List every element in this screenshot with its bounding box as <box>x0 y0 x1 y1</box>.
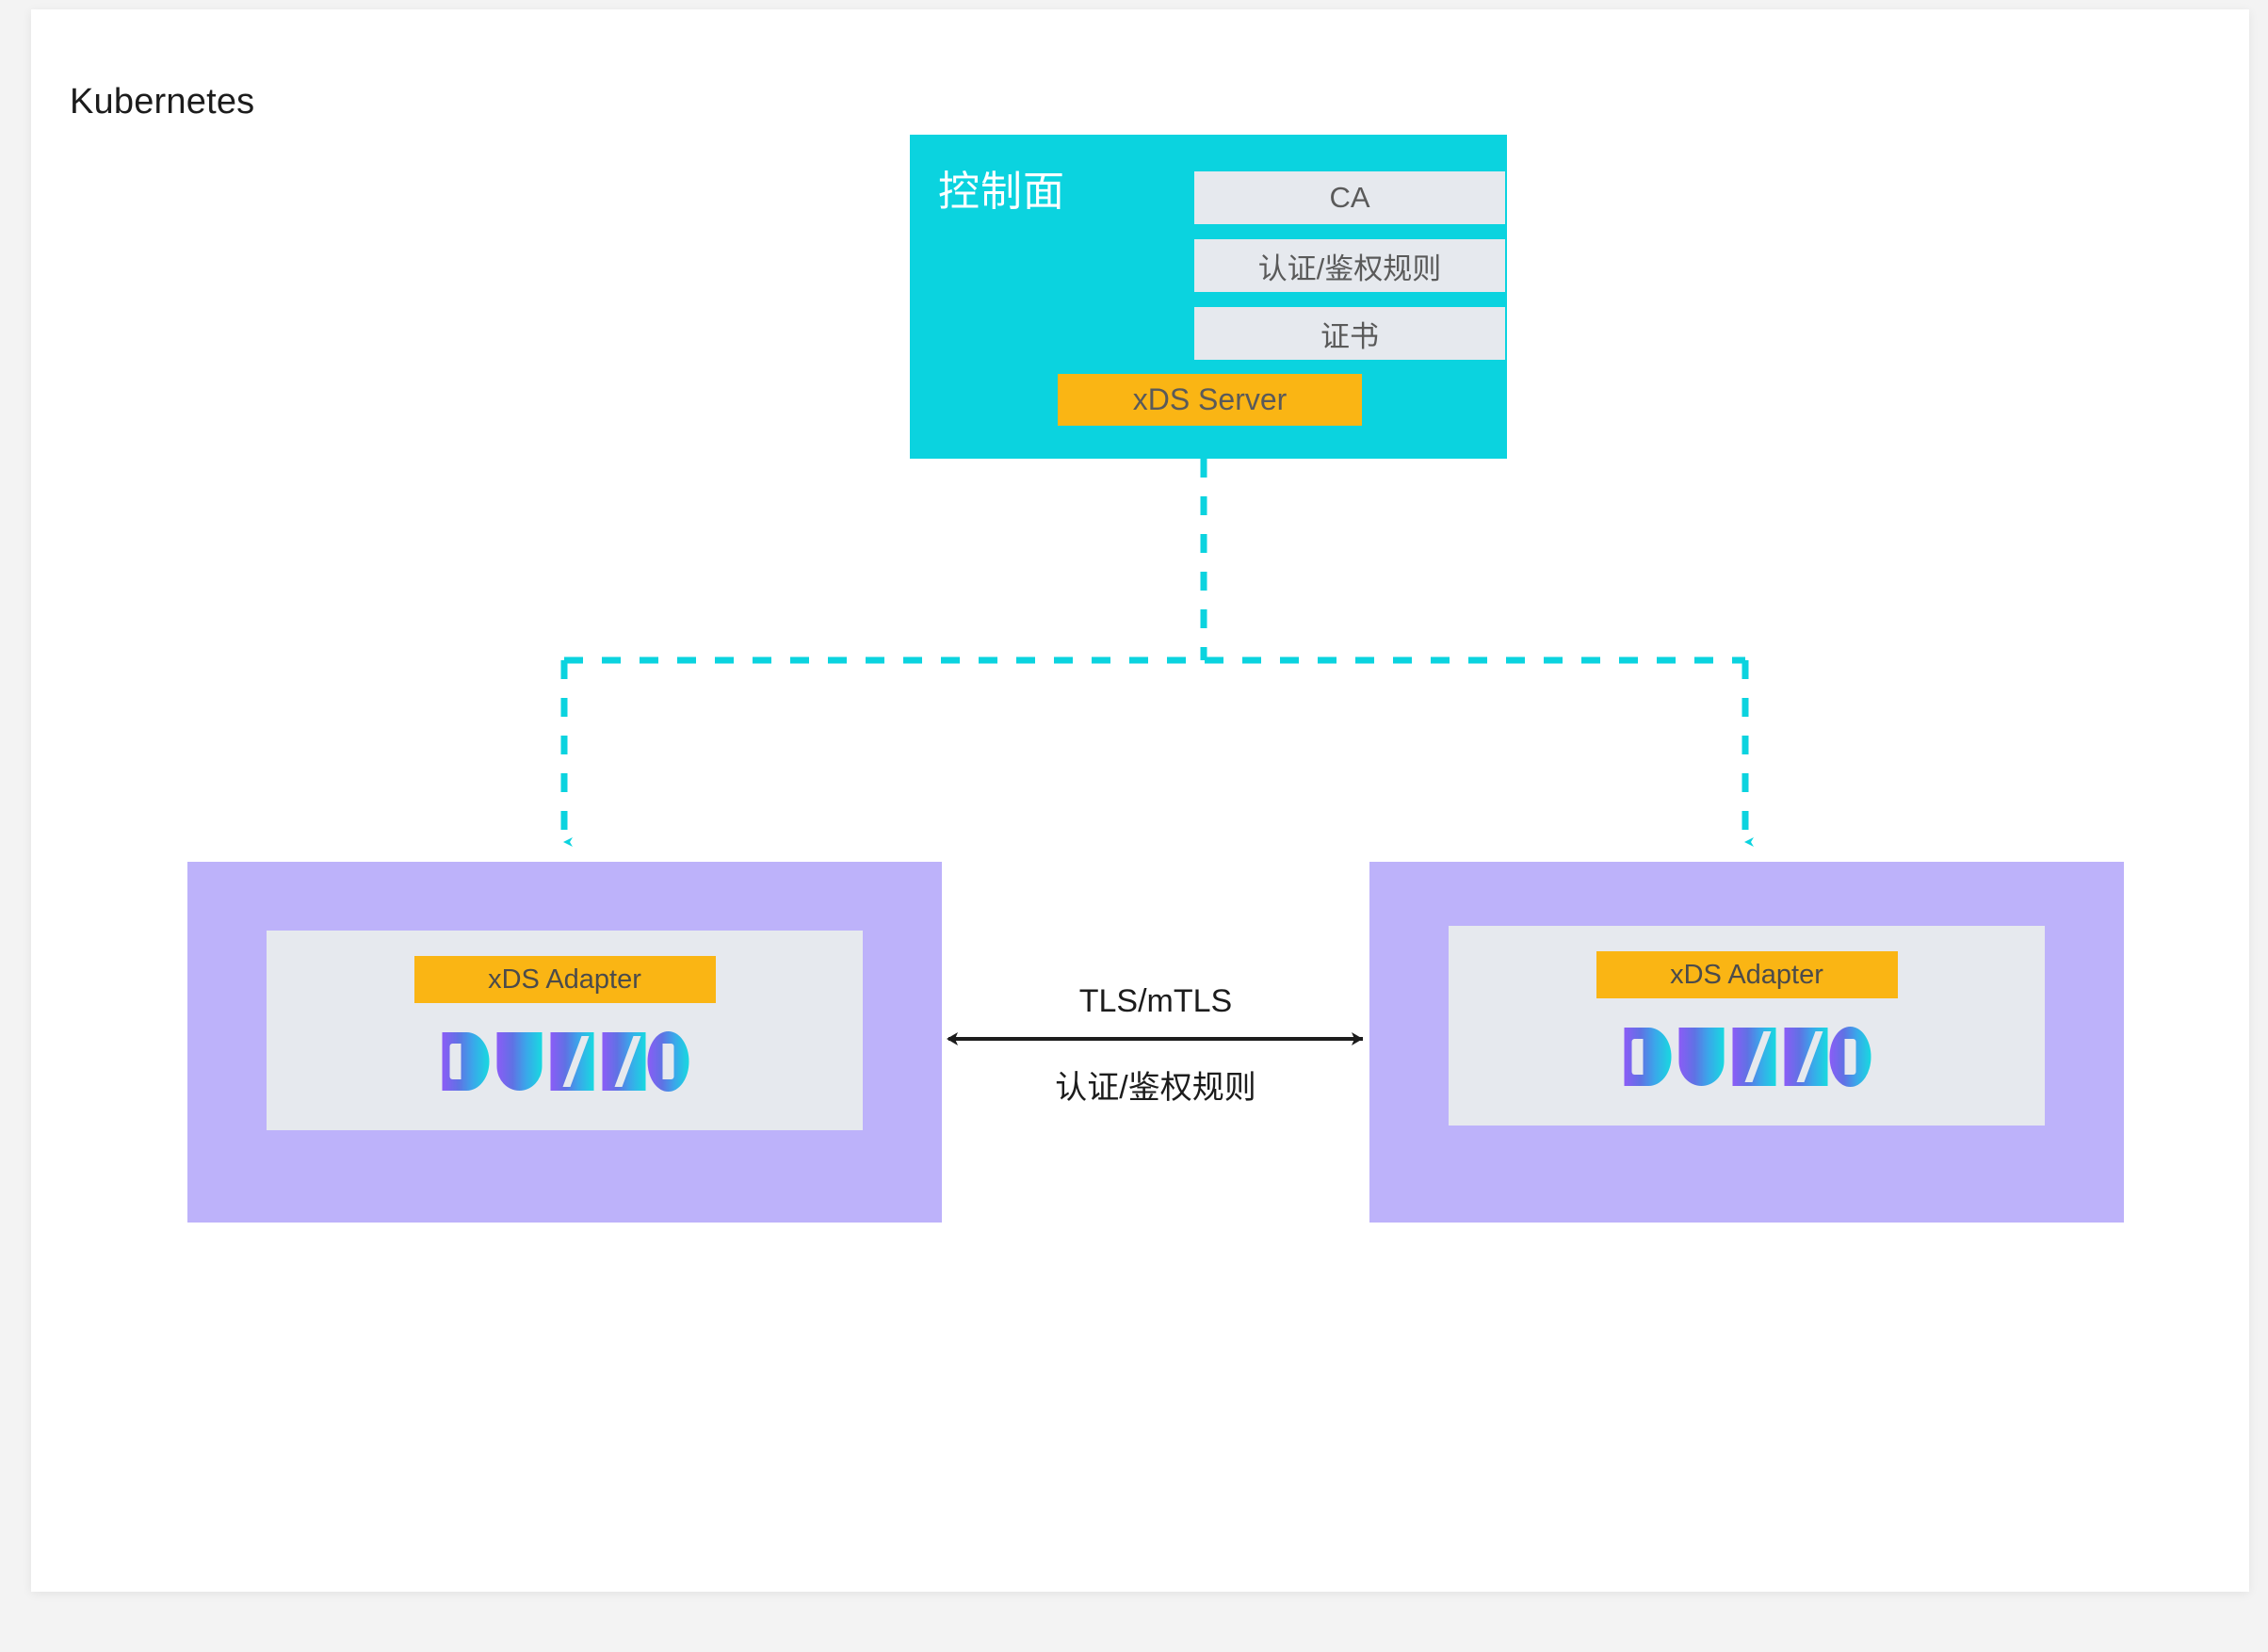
tls-link-bottom-label: 认证/鉴权规则 <box>1055 1070 1256 1106</box>
tls-link-top-label: TLS/mTLS <box>1078 983 1233 1019</box>
dubbo-node-right: xDS Adapter <box>1369 862 2124 1223</box>
xds-adapter-right: xDS Adapter <box>1596 951 1898 998</box>
xds-adapter-left: xDS Adapter <box>413 956 716 1003</box>
dubbo-logo-right <box>1624 1027 1871 1087</box>
dubbo-node-left-inner: xDS Adapter <box>267 931 863 1130</box>
diagram-card: Kubernetes <box>31 9 2249 1592</box>
kubernetes-boundary-label: Kubernetes <box>70 82 255 121</box>
control-plane-chip-auth-rules: 认证/鉴权规则 <box>1194 239 1505 292</box>
tls-bidirectional-arrow <box>947 1032 1363 1045</box>
dubbo-node-left: xDS Adapter <box>187 862 942 1223</box>
xds-server-box: xDS Server <box>1058 374 1362 426</box>
control-plane-chip-certificate: 证书 <box>1194 307 1505 360</box>
dubbo-node-right-inner: xDS Adapter <box>1449 926 2045 1126</box>
dubbo-logo-left <box>440 1030 688 1093</box>
control-plane-title: 控制面 <box>938 169 1065 215</box>
control-plane-chip-ca: CA <box>1194 171 1505 224</box>
control-plane-box: 控制面 CA 认证/鉴权规则 证书 xDS Server <box>910 135 1507 459</box>
